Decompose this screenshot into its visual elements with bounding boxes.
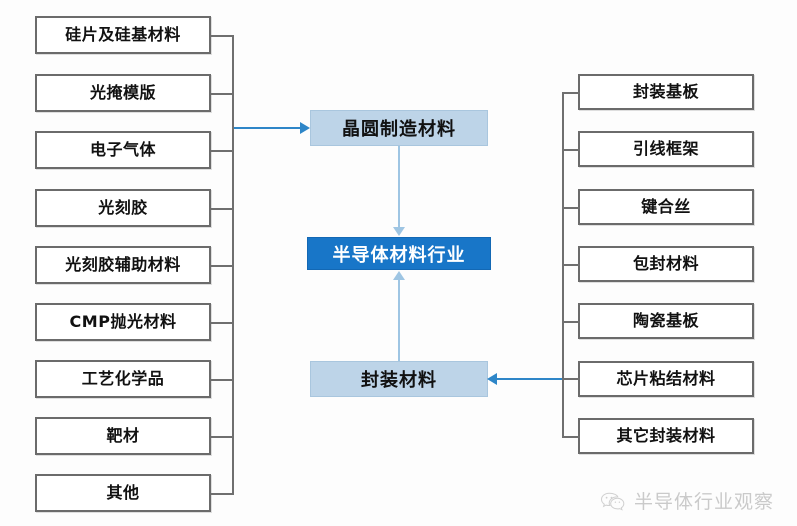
node-label: 晶圆制造材料 [342,119,456,140]
left-bracket-stub [211,208,234,210]
left-bracket-stub [211,93,234,95]
right-item-label: 引线框架 [632,139,699,158]
wafer-to-industry-connector [398,146,400,228]
right-item-label: 包封材料 [632,254,699,273]
right-bracket-stub [562,92,580,94]
wafer-to-industry-arrowhead [393,227,405,236]
packaging-to-industry-arrowhead [393,271,405,280]
left-to-wafer-arrowhead [300,122,310,134]
right-bracket-stub [562,378,580,380]
right-bracket-stub [562,149,580,151]
right-item-label: 芯片粘结材料 [616,369,716,388]
left-item-label: 靶材 [106,426,140,445]
right-bracket-stub [562,321,580,323]
wechat-icon [600,491,626,511]
left-item-label: 光刻胶 [98,198,148,217]
right-bracket-stub [562,436,580,438]
right-to-packaging-arrowhead [487,373,497,385]
left-item-box[interactable]: 光掩模版 [35,74,211,112]
left-item-box[interactable]: 光刻胶 [35,189,211,227]
right-item-label: 封装基板 [632,82,699,101]
left-item-label: 电子气体 [89,140,156,159]
right-bracket-stub [562,207,580,209]
packaging-to-industry-connector [398,279,400,361]
watermark-text: 半导体行业观察 [634,491,775,513]
right-to-packaging-connector [497,378,565,380]
left-item-box[interactable]: CMP抛光材料 [35,303,211,341]
left-bracket-stub [211,265,234,267]
node-wafer-fab-materials[interactable]: 晶圆制造材料 [310,110,488,146]
right-item-box[interactable]: 键合丝 [578,189,754,225]
left-item-label: 光刻胶辅助材料 [65,255,181,274]
node-packaging-materials[interactable]: 封装材料 [310,361,488,397]
watermark: 半导体行业观察 [600,487,774,514]
left-bracket-stub [211,322,234,324]
right-item-box[interactable]: 封装基板 [578,74,754,110]
left-item-label: 光掩模版 [89,83,156,102]
right-item-box[interactable]: 陶瓷基板 [578,303,754,339]
left-item-box[interactable]: 硅片及硅基材料 [35,16,211,54]
left-item-label: CMP抛光材料 [69,312,177,331]
left-bracket-stub [211,379,234,381]
left-bracket-spine [232,35,234,493]
left-item-box[interactable]: 其他 [35,474,211,512]
right-item-box[interactable]: 包封材料 [578,246,754,282]
left-item-box[interactable]: 靶材 [35,417,211,455]
left-item-box[interactable]: 电子气体 [35,131,211,169]
left-bracket-stub [211,436,234,438]
left-bracket-stub [211,150,234,152]
right-item-label: 陶瓷基板 [632,311,699,330]
right-item-label: 键合丝 [641,197,691,216]
node-label: 半导体材料行业 [332,244,466,266]
left-item-box[interactable]: 工艺化学品 [35,360,211,398]
right-item-box[interactable]: 引线框架 [578,131,754,167]
right-item-box[interactable]: 其它封装材料 [578,418,754,454]
right-bracket-stub [562,264,580,266]
node-label: 封装材料 [361,370,437,391]
left-item-label: 其他 [106,483,140,502]
left-to-wafer-connector [234,127,302,129]
left-bracket-stub [211,493,234,495]
left-item-label: 工艺化学品 [81,369,165,388]
right-item-box[interactable]: 芯片粘结材料 [578,361,754,397]
left-item-box[interactable]: 光刻胶辅助材料 [35,246,211,284]
node-semiconductor-materials-industry[interactable]: 半导体材料行业 [307,237,491,270]
right-item-label: 其它封装材料 [616,426,716,445]
left-item-label: 硅片及硅基材料 [65,25,181,44]
left-bracket-stub [211,35,234,37]
